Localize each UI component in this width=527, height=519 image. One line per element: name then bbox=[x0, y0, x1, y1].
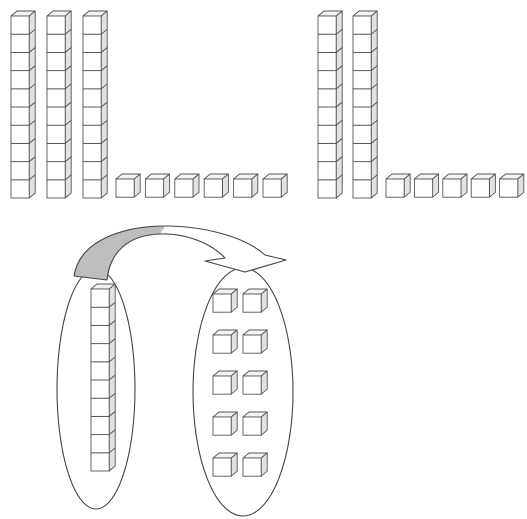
regroup-arrow-tail bbox=[73, 275, 108, 281]
ones-cube bbox=[115, 173, 141, 198]
ones-cube bbox=[212, 452, 238, 477]
rod-cube bbox=[317, 28, 343, 53]
tens-rod bbox=[10, 10, 36, 199]
ones-cube bbox=[499, 173, 525, 198]
second-number-tens-rods bbox=[317, 10, 378, 199]
ones-cube bbox=[242, 329, 268, 354]
tens-rod bbox=[352, 10, 378, 199]
ones-cube bbox=[242, 370, 268, 395]
regroup-arrow bbox=[73, 225, 287, 281]
ones-cube bbox=[203, 173, 229, 198]
regroup-arrow-outer-edge bbox=[73, 225, 166, 277]
ones-cube bbox=[212, 370, 238, 395]
regroup-arrow-inner-edge bbox=[106, 233, 161, 281]
ones-cube bbox=[242, 288, 268, 313]
ones-cube bbox=[212, 329, 238, 354]
tens-rod bbox=[82, 10, 108, 199]
tens-rod bbox=[46, 10, 72, 199]
ones-cube bbox=[144, 173, 171, 198]
first-number-group bbox=[10, 10, 288, 199]
tens-rod bbox=[317, 10, 343, 199]
ones-cube bbox=[470, 173, 496, 198]
ones-cube bbox=[413, 173, 440, 198]
ones-cube bbox=[262, 173, 288, 198]
second-number-group bbox=[317, 10, 525, 199]
rod-cube bbox=[82, 10, 108, 35]
resulting-ones-cubes bbox=[212, 288, 268, 477]
ones-cube bbox=[442, 173, 468, 198]
rod-cube bbox=[90, 283, 116, 308]
rod-cube bbox=[10, 10, 36, 35]
ones-cube bbox=[212, 411, 238, 436]
tens-rod bbox=[90, 283, 116, 472]
rod-cube bbox=[352, 10, 378, 35]
second-number-ones-cubes bbox=[385, 173, 525, 198]
regrouping-group bbox=[56, 225, 294, 517]
ones-cube bbox=[174, 173, 200, 198]
rod-cube bbox=[10, 83, 36, 108]
regroup-arrow-head bbox=[159, 225, 287, 273]
rod-cube bbox=[317, 10, 343, 35]
traded-tens-rod bbox=[90, 283, 116, 472]
ones-cube bbox=[242, 411, 268, 436]
first-number-ones-cubes bbox=[115, 173, 288, 198]
ones-cube bbox=[212, 288, 238, 313]
first-number-tens-rods bbox=[10, 10, 108, 199]
ones-cube bbox=[385, 173, 411, 198]
ones-cube bbox=[242, 452, 268, 477]
ones-cube bbox=[233, 173, 259, 198]
rod-cube bbox=[46, 10, 72, 35]
